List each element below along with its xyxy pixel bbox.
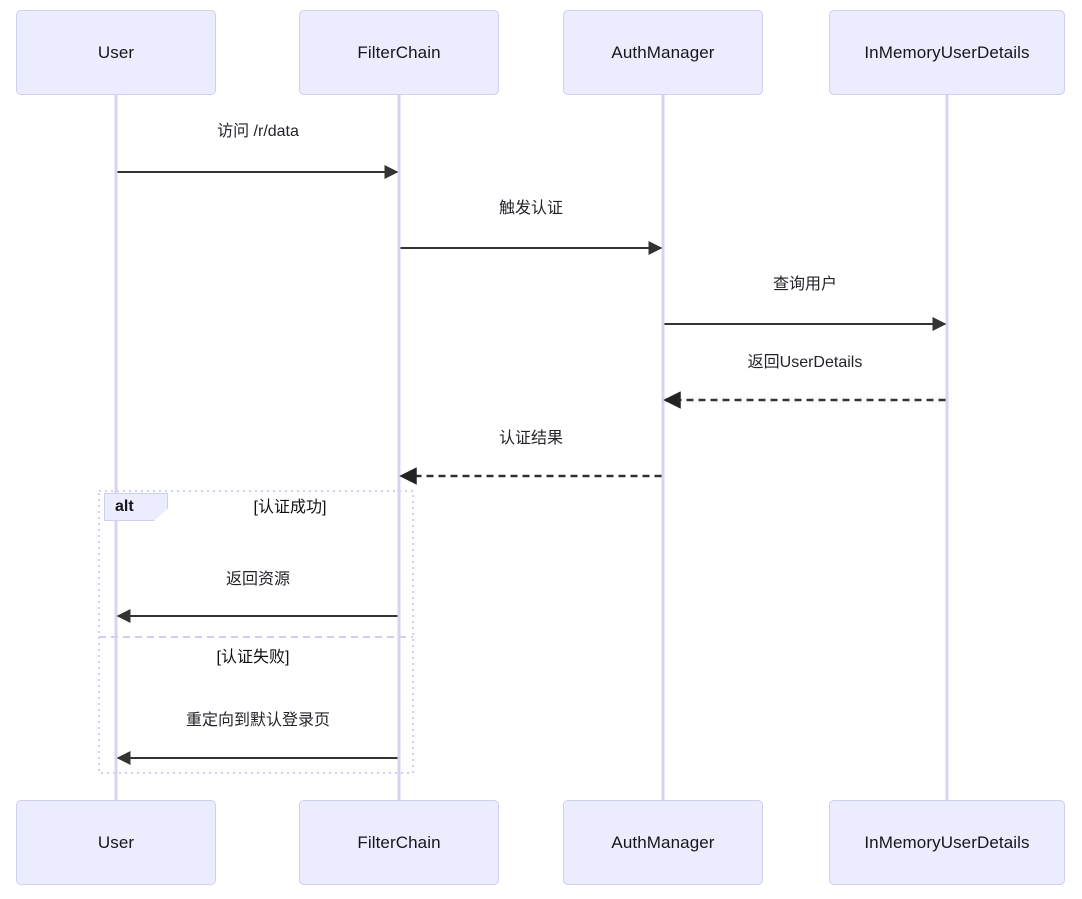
participant-box-top-user[interactable]: User: [16, 10, 216, 95]
alt-fragment-tag: alt: [104, 493, 168, 521]
participant-box-bottom-inmemoryuserdetails[interactable]: InMemoryUserDetails: [829, 800, 1065, 885]
message-label-1: 触发认证: [498, 200, 564, 217]
participant-label: InMemoryUserDetails: [864, 43, 1030, 62]
participant-box-bottom-user[interactable]: User: [16, 800, 216, 885]
participant-label: AuthManager: [611, 43, 715, 62]
lifelines-group: [114, 95, 949, 800]
participant-box-top-authmanager[interactable]: AuthManager: [563, 10, 763, 95]
alt-fragment-border: [98, 490, 414, 774]
participant-label: FilterChain: [357, 833, 441, 852]
participant-box-top-filterchain[interactable]: FilterChain: [299, 10, 499, 95]
participant-box-bottom-filterchain[interactable]: FilterChain: [299, 800, 499, 885]
participant-label: AuthManager: [611, 833, 715, 852]
participant-label: FilterChain: [357, 43, 441, 62]
participant-box-bottom-authmanager[interactable]: AuthManager: [563, 800, 763, 885]
alt-condition-0: [认证成功]: [253, 499, 327, 516]
participant-label: User: [97, 43, 135, 62]
alt-condition-1: [认证失败]: [216, 649, 290, 666]
participant-label: InMemoryUserDetails: [864, 833, 1030, 852]
message-label-2: 查询用户: [772, 276, 838, 293]
message-label-3: 返回UserDetails: [747, 354, 863, 371]
alt-tag-label: alt: [115, 498, 134, 515]
message-label-0: 访问 /r/data: [217, 123, 299, 140]
message-label-4: 认证结果: [498, 430, 564, 447]
message-label-6: 重定向到默认登录页: [185, 712, 331, 729]
participant-box-top-inmemoryuserdetails[interactable]: InMemoryUserDetails: [829, 10, 1065, 95]
message-label-5: 返回资源: [225, 571, 291, 588]
alt-frame-group: [98, 490, 414, 774]
message-arrows-group: [116, 165, 947, 765]
participant-label: User: [97, 833, 135, 852]
